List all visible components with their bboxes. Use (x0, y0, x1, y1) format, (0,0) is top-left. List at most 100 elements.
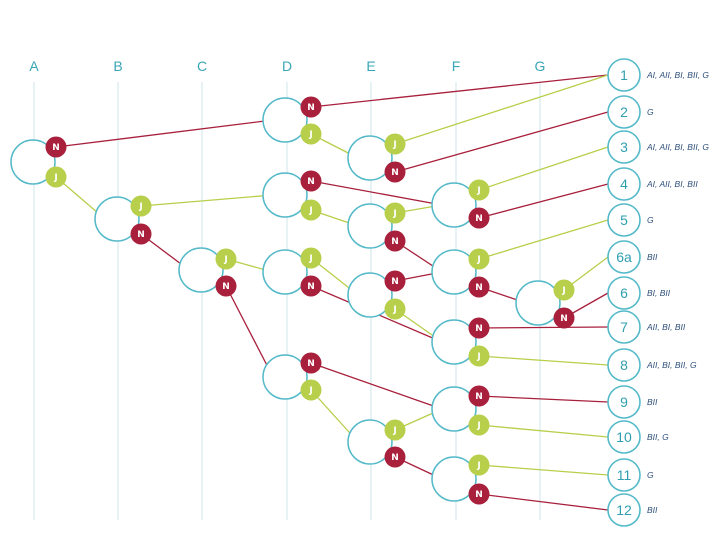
dot-label-j: J (476, 255, 480, 265)
outcome-circle (607, 420, 641, 454)
outcome-number: 6 (620, 285, 628, 301)
dot-label-n: N (391, 237, 399, 247)
dot-j (384, 419, 406, 441)
dot-label-j: J (392, 140, 396, 150)
dot-label-n: N (137, 230, 145, 240)
edge-j-line (478, 219, 609, 260)
decision-node-d3: NJ (262, 247, 322, 297)
outcome-categories: G (647, 470, 654, 480)
outcome-categories: BII, G (647, 432, 669, 442)
dot-n (215, 275, 237, 297)
column-label-d: D (282, 58, 292, 74)
dot-n (468, 317, 490, 339)
outcome-circle (607, 276, 641, 310)
node-circle (262, 354, 308, 400)
node-circle (347, 135, 393, 181)
decision-node-c: NJ (178, 247, 237, 297)
outcome-circle (607, 385, 641, 419)
dot-label-n: N (391, 453, 399, 463)
decision-node-f3: NJ (431, 317, 490, 367)
outcome-number: 7 (620, 319, 628, 335)
outcome-categories: G (647, 215, 654, 225)
dot-j (384, 133, 406, 155)
node-circle (431, 182, 477, 228)
dot-label-j: J (476, 421, 480, 431)
edge-n-line (478, 326, 609, 329)
node-circle (431, 386, 477, 432)
dot-label-n: N (391, 168, 399, 178)
decision-node-e3: NJ (347, 270, 406, 320)
outcome-categories: BII (647, 505, 658, 515)
dot-n (384, 270, 406, 292)
dot-label-n: N (222, 282, 230, 292)
decision-node-a: NJ (10, 136, 67, 188)
node-circle (515, 280, 561, 326)
dot-label-j: J (308, 130, 312, 140)
column-label-f: F (452, 58, 461, 74)
edge-j-line (394, 74, 609, 145)
dot-n (468, 483, 490, 505)
dot-label-j: J (476, 352, 480, 362)
node-circle (347, 419, 393, 465)
node-circle (347, 203, 393, 249)
dot-label-j: J (476, 461, 480, 471)
decision-node-f2: NJ (431, 248, 490, 298)
dot-label-j: J (308, 206, 312, 216)
dot-j (215, 248, 237, 270)
outcome-number: 10 (616, 429, 632, 445)
outcome-categories: AI, AII, BI, BII, G (646, 142, 709, 152)
outcome-number: 4 (620, 176, 628, 192)
outcome-circle (607, 240, 641, 274)
dot-label-j: J (392, 426, 396, 436)
dot-label-n: N (307, 177, 315, 187)
node-circle (431, 319, 477, 365)
edge-n-line (478, 395, 609, 403)
outcome-circle (607, 348, 641, 382)
outcome-circle (607, 493, 641, 527)
dot-n (553, 307, 575, 329)
decision-node-e4: NJ (347, 419, 406, 468)
dot-label-n: N (560, 314, 568, 324)
edge-j-line (140, 194, 274, 207)
outcome-circle (607, 310, 641, 344)
edge-n-line (310, 180, 443, 206)
dot-label-j: J (138, 202, 142, 212)
outcome-circle (607, 130, 641, 164)
decision-node-e1: NJ (347, 133, 406, 183)
node-circle (431, 249, 477, 295)
outcome-number: 2 (620, 104, 628, 120)
dot-j (300, 123, 322, 145)
dot-label-n: N (52, 143, 60, 153)
outcome-number: 6a (616, 249, 632, 265)
dot-label-n: N (475, 283, 483, 293)
outcome-number: 3 (620, 139, 628, 155)
decision-node-f4: NJ (431, 385, 490, 436)
node-circle (94, 196, 140, 242)
edge-n-line (55, 119, 274, 148)
outcome-circle (607, 58, 641, 92)
dot-label-j: J (223, 255, 227, 265)
dot-label-n: N (475, 392, 483, 402)
dot-n (468, 385, 490, 407)
column-label-b: B (113, 58, 122, 74)
dot-j (468, 414, 490, 436)
dot-label-n: N (475, 214, 483, 224)
dot-j (45, 166, 67, 188)
column-label-a: A (29, 58, 39, 74)
dot-j (468, 248, 490, 270)
decision-node-d2: NJ (262, 170, 322, 221)
outcome-3: 3 AI, AII, BI, BII, G (607, 130, 709, 164)
dot-label-n: N (391, 277, 399, 287)
